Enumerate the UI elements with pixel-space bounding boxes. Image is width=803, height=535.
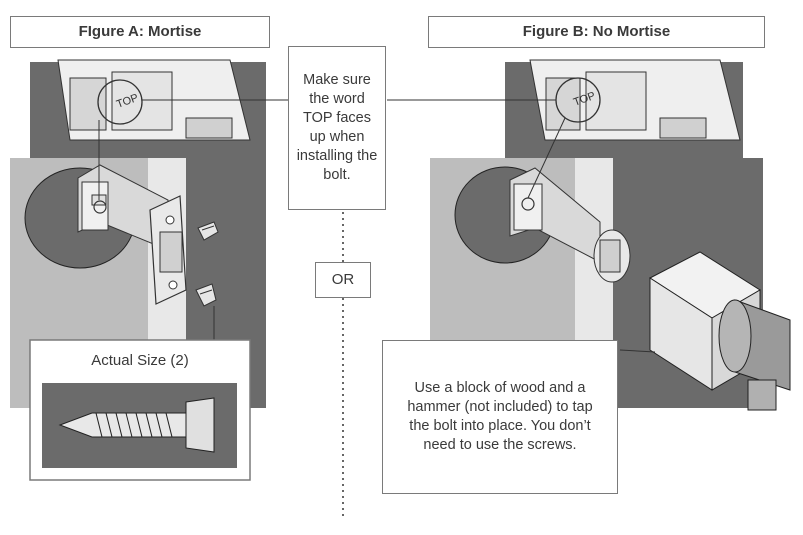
- figure-b-leader-to-callout-b: [619, 349, 656, 353]
- figure-a-inset: [29, 339, 251, 481]
- center-callout: Make sure the word TOP faces up when ins…: [288, 46, 386, 210]
- figure-a-faceplate: [149, 195, 187, 305]
- center-callout-text: Make sure the word TOP faces up when ins…: [296, 72, 378, 183]
- figure-b-callout: Use a block of wood and a hammer (not in…: [382, 340, 618, 494]
- figure-a-top-circle: [97, 79, 143, 125]
- figure-b-leader-diagonal: [527, 117, 566, 199]
- divider-or-label: OR: [315, 262, 371, 298]
- figure-a-inset-label: Actual Size (2): [91, 352, 189, 369]
- figure-b-callout-text: Use a block of wood and a hammer (not in…: [407, 380, 593, 453]
- figure-b-deadbolt-top: TOP: [529, 59, 741, 141]
- figure-a-deadbolt-top: TOP: [57, 59, 251, 141]
- figure-b-latch-bolt: [509, 167, 631, 283]
- figure-a-small-circle: [93, 200, 107, 214]
- figure-a-illustration: TOP: [10, 59, 290, 408]
- inset-screw-icon: [58, 397, 215, 453]
- figure-b-illustration: TOP: [387, 59, 791, 411]
- figure-a-screws: [195, 221, 219, 307]
- figure-b-title: Figure B: No Mortise: [428, 16, 765, 48]
- figure-a-title: FIgure A: Mortise: [10, 16, 270, 48]
- figure-b-hammer: [718, 299, 791, 411]
